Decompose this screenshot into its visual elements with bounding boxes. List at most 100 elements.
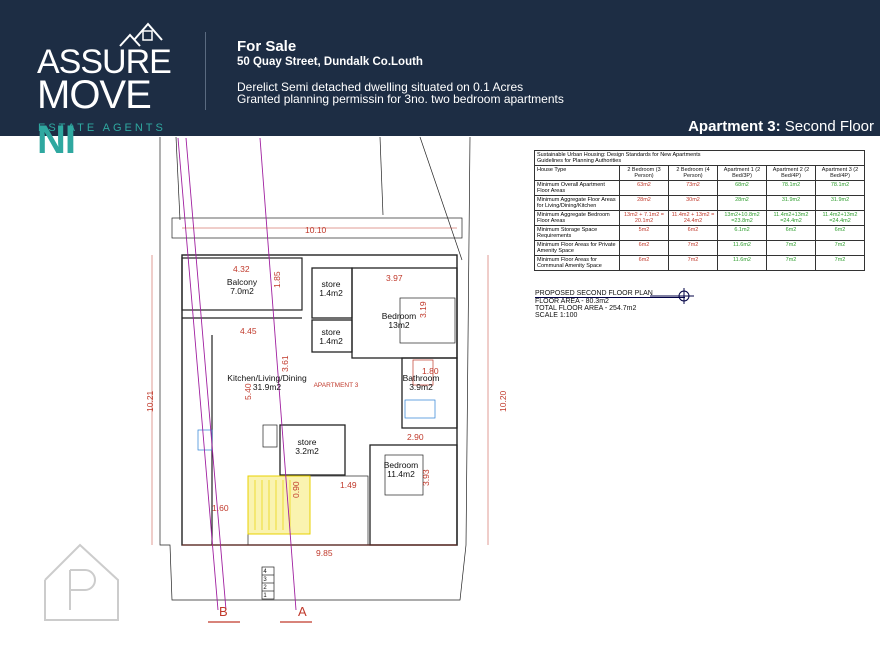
table-row: Minimum Aggregate Bedroom Floor Areas 13… (534, 210, 865, 226)
dim-kitchen-depth-a: 3.61 (280, 355, 290, 372)
table-title-line1: Sustainable Urban Housing: Design Standa… (537, 152, 701, 158)
apartment-floor: Second Floor (784, 118, 874, 135)
table-cell: 6m2 (668, 225, 718, 241)
table-cell: 7m2 (815, 255, 865, 271)
table-title-row: Sustainable Urban Housing: Design Standa… (534, 150, 865, 166)
logo-word-assure: ASSURE (37, 43, 172, 81)
table-cell: 68m2 (717, 180, 767, 196)
dim-bedroom1-depth: 3.19 (418, 301, 428, 318)
room-area: 1.4m2 (319, 288, 343, 298)
room-area: 7.0m2 (230, 286, 254, 296)
table-cell: 13m2+10.8m2 =23.8m2 (717, 210, 767, 226)
table-header-cell: Apartment 1 (2 Bed/3P) (717, 165, 767, 181)
property-description-line2: Granted planning permissin for 3no. two … (237, 92, 564, 106)
table-cell: 13m2 + 7.1m2 = 20.1m2 (619, 210, 669, 226)
table-cell: 11.6m2 (717, 240, 767, 256)
dim-bathroom-width: 1.80 (422, 366, 439, 376)
table-header-cell: 2 Bedroom (4 Person) (668, 165, 718, 181)
room-name: store (321, 327, 341, 337)
step-number: 1 (263, 593, 267, 599)
table-header-cell: House Type (534, 165, 620, 181)
apartment-label: APARTMENT 3 (313, 382, 359, 389)
table-title: Sustainable Urban Housing: Design Standa… (534, 150, 865, 166)
property-address: 50 Quay Street, Dundalk Co.Louth (237, 56, 423, 68)
room-area: 13m2 (388, 320, 410, 330)
plan-notes: PROPOSED SECOND FLOOR PLAN FLOOR AREA - … (535, 290, 685, 319)
balcony-outline (181, 257, 303, 311)
dim-kitchen-width: 4.45 (240, 326, 257, 336)
table-cell: 31.9m2 (766, 195, 816, 211)
room-name: store (321, 279, 341, 289)
logo-move-text: MOVE (37, 73, 152, 117)
table-cell: 6.1m2 (717, 225, 767, 241)
room-name: Balcony (226, 277, 258, 287)
table-header-cell: Apartment 3 (2 Bed/4P) (815, 165, 865, 181)
property-description-line1: Derelict Semi detached dwelling situated… (237, 80, 524, 94)
table-cell: Minimum Aggregate Floor Areas for Living… (534, 195, 620, 211)
apartment-floor-title: Apartment 3: Second Floor (688, 118, 874, 135)
dim-left-depth: 10.21 (145, 390, 155, 412)
table-cell: 78.1m2 (766, 180, 816, 196)
dim-bedroom1-width: 3.97 (386, 273, 403, 283)
dim-balcony-width: 4.32 (233, 264, 250, 274)
logo-word-move: MOVE NI (37, 73, 197, 163)
step-number: 3 (263, 577, 267, 583)
table-row: Minimum Storage Space Requirements 5m2 6… (534, 225, 865, 241)
header-divider (205, 32, 206, 110)
dim-kitchen-depth-b: 5.40 (243, 383, 253, 400)
table-cell: 6m2 (815, 225, 865, 241)
dim-balcony-depth: 1.85 (272, 271, 282, 288)
table-row: Minimum Overall Apartment Floor Areas 63… (534, 180, 865, 196)
logo-ni-text: NI (37, 118, 76, 162)
room-name: Kitchen/Living/Dining (227, 373, 307, 383)
design-standards-table: Sustainable Urban Housing: Design Standa… (534, 150, 865, 271)
section-label-a: A (298, 604, 307, 619)
table-cell: 7m2 (766, 255, 816, 271)
table-cell: 28m2 (717, 195, 767, 211)
parapet-wall (171, 217, 463, 239)
dim-right-depth: 10.20 (498, 390, 508, 412)
dim-bottom-width: 9.85 (316, 548, 333, 558)
room-name: Bedroom (381, 311, 417, 321)
table-cell: 11.4m2 + 13m2 = 24.4m2 (668, 210, 718, 226)
table-cell: Minimum Storage Space Requirements (534, 225, 620, 241)
table-cell: 63m2 (619, 180, 669, 196)
status-heading: For Sale (237, 38, 297, 55)
header-banner: ASSURE MOVE NI ESTATE AGENTS For Sale 50… (0, 0, 880, 162)
section-label-b: B (219, 604, 228, 619)
scale: SCALE 1:100 (535, 312, 578, 319)
step-number: 2 (263, 585, 267, 591)
room-area: 1.4m2 (319, 336, 343, 346)
table-row: Minimum Floor Areas for Communal Amenity… (534, 255, 865, 271)
house-roofs-icon (119, 22, 163, 47)
site-boundary (159, 136, 471, 601)
table-cell: 7m2 (815, 240, 865, 256)
company-logo[interactable]: ASSURE MOVE NI ESTATE AGENTS (22, 18, 197, 162)
table-row: Minimum Floor Areas for Private Amenity … (534, 240, 865, 256)
table-row: Minimum Aggregate Floor Areas for Living… (534, 195, 865, 211)
table-cell: Minimum Overall Apartment Floor Areas (534, 180, 620, 196)
table-cell: Minimum Floor Areas for Private Amenity … (534, 240, 620, 256)
room-name: Bedroom (383, 460, 419, 470)
room-name: store (297, 437, 317, 447)
total-floor-area: TOTAL FLOOR AREA - 254.7m2 (535, 305, 637, 312)
table-cell: 5m2 (619, 225, 669, 241)
table-cell: 11.4m2+13m2 =24.4m2 (766, 210, 816, 226)
dim-top-width: 10.10 (305, 225, 327, 235)
table-cell: 78.1m2 (815, 180, 865, 196)
dim-stair-width: 0.90 (291, 481, 301, 498)
table-cell: 28m2 (619, 195, 669, 211)
table-cell: Minimum Aggregate Bedroom Floor Areas (534, 210, 620, 226)
floor-area: FLOOR AREA - 80.3m2 (535, 298, 609, 305)
table-cell: 7m2 (668, 240, 718, 256)
table-cell: 6m2 (619, 240, 669, 256)
step-number: 4 (263, 569, 267, 575)
